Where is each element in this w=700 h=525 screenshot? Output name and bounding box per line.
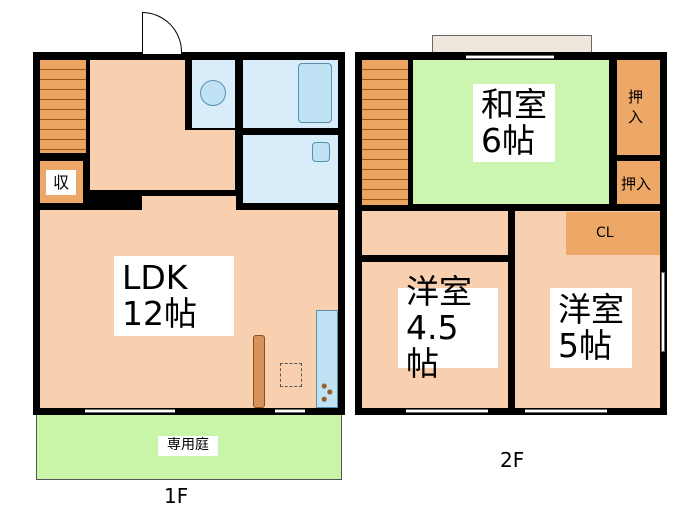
floor2-label: 2F bbox=[500, 448, 525, 472]
window-ldk bbox=[85, 409, 175, 413]
hallway-2f bbox=[362, 211, 508, 255]
oshiire-lower-label: 押入 bbox=[621, 175, 652, 193]
oshiire-upper bbox=[617, 60, 660, 155]
hallway-1f-ext bbox=[185, 130, 235, 190]
ldk-size: 12帖 bbox=[122, 294, 197, 333]
window-yoshitsu-b bbox=[525, 409, 607, 413]
oshiire-lower bbox=[617, 161, 660, 204]
stairs-1f bbox=[40, 60, 86, 153]
window-kitchen bbox=[275, 409, 305, 413]
closet-label: CL bbox=[596, 225, 614, 241]
ldk-name: LDK bbox=[122, 257, 188, 297]
fridge-space-icon bbox=[280, 363, 302, 387]
ldk-label: LDK 12帖 bbox=[114, 256, 234, 336]
entrance-door bbox=[142, 12, 182, 54]
garden-label: 専用庭 bbox=[158, 436, 218, 456]
stove-icon bbox=[320, 380, 334, 404]
storage-label: 収 bbox=[46, 170, 76, 195]
washitsu-label: 和室 6帖 bbox=[473, 84, 555, 162]
closet bbox=[566, 212, 660, 255]
window-washitsu bbox=[466, 55, 554, 59]
sink-icon bbox=[312, 142, 330, 162]
kitchen-partition bbox=[253, 335, 265, 408]
yoshitsu-a-size: 4.5帖 bbox=[406, 307, 459, 384]
yoshitsu-b-size: 5帖 bbox=[558, 326, 612, 365]
ldk-room-notch bbox=[142, 196, 236, 212]
washitsu-name: 和室 bbox=[481, 84, 547, 124]
yoshitsu-a-name: 洋室 bbox=[406, 271, 472, 311]
window-yoshitsu-b-side bbox=[661, 272, 665, 352]
yoshitsu-b-label: 洋室 5帖 bbox=[550, 288, 632, 368]
floor1-label: 1F bbox=[164, 484, 189, 508]
window-yoshitsu-a bbox=[406, 409, 488, 413]
oshiire-upper-label: 押入 bbox=[628, 88, 644, 126]
toilet-icon bbox=[200, 80, 226, 106]
yoshitsu-b-name: 洋室 bbox=[558, 289, 624, 329]
yoshitsu-a-label: 洋室 4.5帖 bbox=[398, 273, 498, 382]
stairs-2f bbox=[362, 60, 408, 205]
bathtub-icon bbox=[298, 63, 332, 123]
hallway-1f bbox=[90, 60, 185, 190]
washitsu-size: 6帖 bbox=[481, 121, 535, 160]
